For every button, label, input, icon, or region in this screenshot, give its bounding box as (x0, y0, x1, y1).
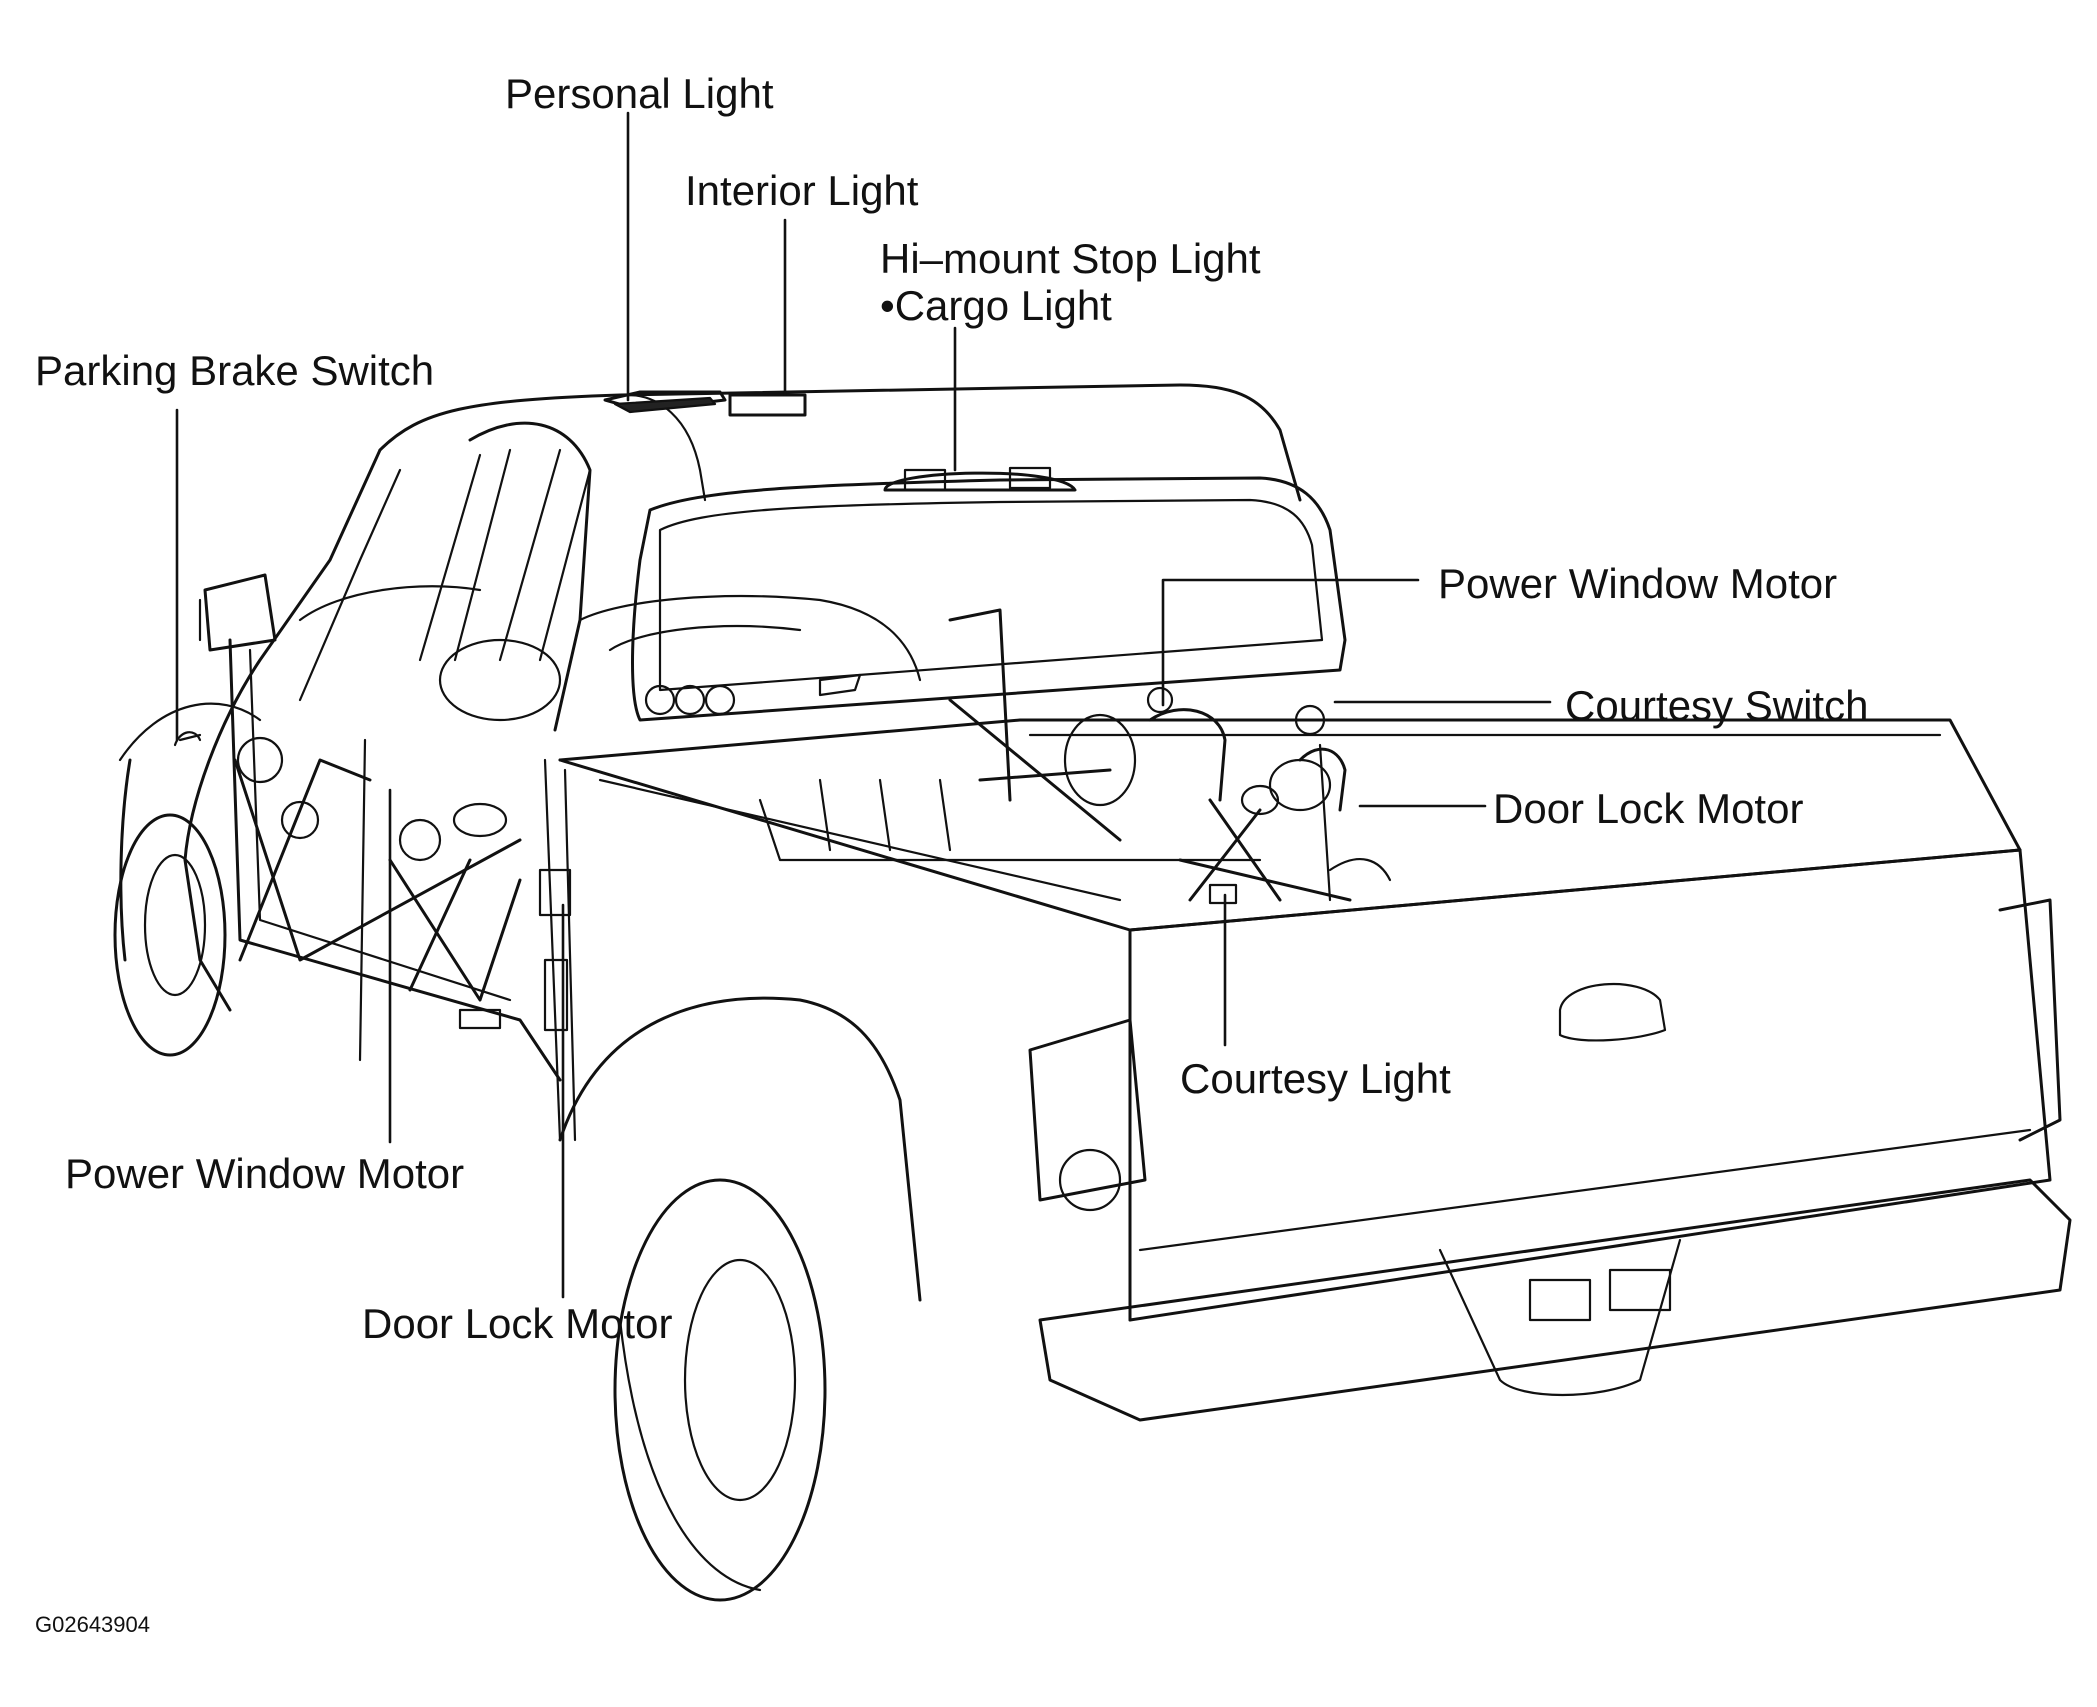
label-interior-light: Interior Light (685, 167, 919, 214)
label-door-lock-motor-right: Door Lock Motor (1493, 785, 1804, 832)
label-power-window-motor-right: Power Window Motor (1438, 560, 1838, 607)
cab-outline (113, 383, 1347, 1142)
label-door-lock-motor-left: Door Lock Motor (362, 1300, 673, 1347)
label-personal-light: Personal Light (505, 70, 774, 117)
leader-lines (175, 111, 1552, 1299)
rear-wheel (558, 996, 922, 1602)
label-hi-mount-stop-light: Hi–mount Stop Light (880, 235, 1261, 282)
leader-power-window-motor-right (1161, 578, 1420, 707)
label-parking-brake-switch: Parking Brake Switch (35, 347, 435, 394)
right-door-mechanisms (948, 608, 1352, 905)
label-cargo-light: •Cargo Light (880, 282, 1112, 329)
left-door-mechanisms (173, 731, 572, 1002)
label-courtesy-switch: Courtesy Switch (1565, 682, 1869, 729)
roof-lights (603, 390, 1077, 492)
cargo-bed-outline (558, 718, 2072, 1422)
figure-code: G02643904 (35, 1612, 150, 1637)
label-power-window-motor-left: Power Window Motor (65, 1150, 465, 1197)
interior-outline (298, 585, 922, 722)
label-courtesy-light: Courtesy Light (1180, 1055, 1451, 1102)
